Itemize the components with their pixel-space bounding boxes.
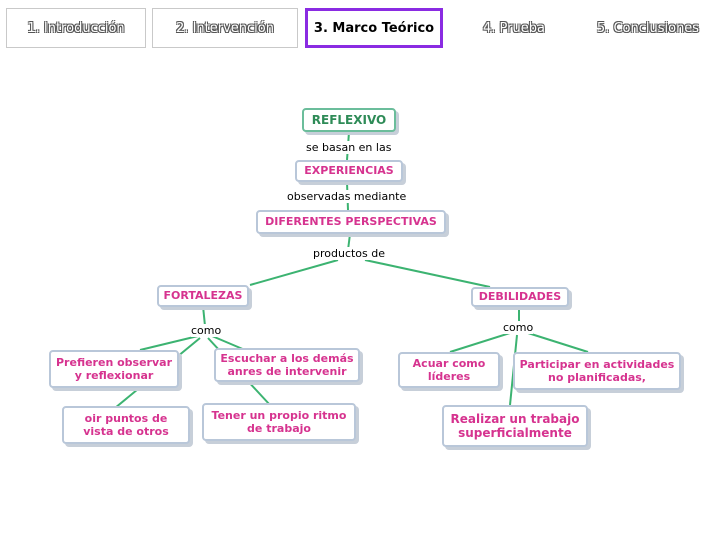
line-como-d2 bbox=[527, 332, 589, 353]
node-oir-puntos: oir puntos de vista de otros bbox=[62, 406, 190, 444]
link-observadas: observadas mediante bbox=[287, 190, 407, 203]
node-experiencias: EXPERIENCIAS bbox=[295, 160, 403, 182]
node-tener-ritmo: Tener un propio ritmo de trabajo bbox=[202, 403, 356, 441]
link-se-basan: se basan en las bbox=[306, 141, 392, 154]
tab-introduccion[interactable]: 1. Introducción bbox=[6, 8, 146, 48]
link-productos: productos de bbox=[313, 247, 386, 260]
node-fortalezas: FORTALEZAS bbox=[157, 285, 249, 307]
line-productos-debilidades bbox=[364, 259, 491, 288]
tab-prueba[interactable]: 4. Prueba bbox=[452, 8, 576, 48]
node-prefieren-observar: Prefieren observar y reflexionar bbox=[49, 350, 179, 388]
line-como-f1 bbox=[139, 335, 199, 351]
node-realizar-trabajo: Realizar un trabajo superficialmente bbox=[442, 405, 588, 447]
node-reflexivo: REFLEXIVO bbox=[302, 108, 396, 132]
link-como-debilidades: como bbox=[503, 321, 534, 334]
tab-conclusiones[interactable]: 5. Conclusiones bbox=[582, 8, 714, 48]
node-diferentes-perspectivas: DIFERENTES PERSPECTIVAS bbox=[256, 210, 446, 234]
node-participar-actividades: Participar en actividades no planificada… bbox=[513, 352, 681, 390]
tab-marco-teorico[interactable]: 3. Marco Teórico bbox=[305, 8, 443, 48]
line-fortalezas-como bbox=[202, 305, 206, 327]
node-debilidades: DEBILIDADES bbox=[471, 287, 569, 307]
line-como-f2 bbox=[211, 335, 246, 351]
line-productos-fortalezas bbox=[249, 259, 339, 286]
link-como-fortalezas: como bbox=[191, 324, 222, 337]
node-acuar-lideres: Acuar como líderes bbox=[398, 352, 500, 388]
node-escuchar-demas: Escuchar a los demás anres de intervenir bbox=[214, 348, 360, 382]
line-como-d1 bbox=[449, 332, 511, 353]
tab-intervencion[interactable]: 2. Intervención bbox=[152, 8, 298, 48]
